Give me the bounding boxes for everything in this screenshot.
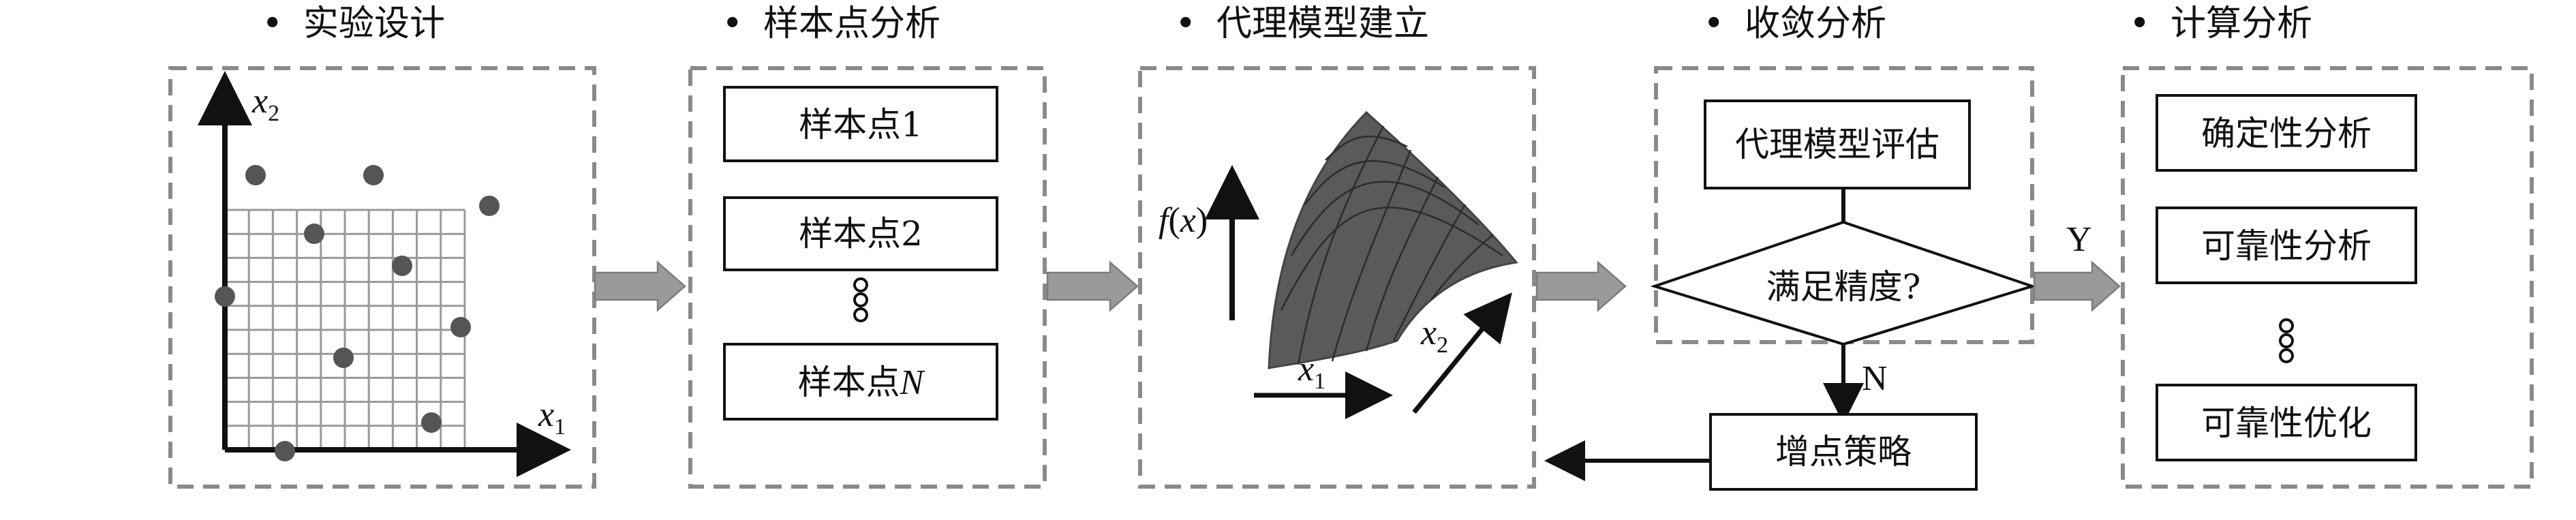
stage-title-5: • 计算分析 bbox=[2129, 3, 2312, 44]
doe-panel: x2 x1 bbox=[198, 71, 571, 477]
x2-axis-label: x2 bbox=[1420, 313, 1448, 358]
vertical-ellipsis-icon bbox=[2279, 318, 2294, 363]
vertical-ellipsis-icon bbox=[853, 277, 868, 322]
analysis-label-3: 可靠性优化 bbox=[2201, 403, 2372, 443]
doe-sample-point bbox=[421, 412, 442, 433]
infill-box bbox=[1709, 413, 1978, 491]
analysis-box-1 bbox=[2156, 94, 2417, 172]
flow-arrow-2 bbox=[1046, 260, 1139, 312]
sample-box-n bbox=[723, 343, 998, 420]
x2-axis-arrow bbox=[1412, 292, 1512, 414]
analysis-box-2 bbox=[2156, 207, 2417, 284]
analysis-label-1: 确定性分析 bbox=[2201, 114, 2372, 153]
title-bullet-5: • bbox=[2129, 3, 2150, 44]
doe-sample-point bbox=[450, 317, 471, 337]
doe-y-axis-label: x2 bbox=[251, 82, 279, 126]
doe-sample-point bbox=[245, 165, 266, 185]
evaluate-box bbox=[1704, 100, 1971, 189]
flow-arrow-1 bbox=[594, 260, 686, 312]
stage-border-surrogate bbox=[1138, 66, 1536, 489]
doe-sample-point bbox=[215, 286, 235, 307]
doe-sample-point bbox=[333, 348, 354, 368]
title-bullet-4: • bbox=[1703, 3, 1724, 44]
stage-title-4: • 收敛分析 bbox=[1703, 3, 1886, 44]
sample-label-n: 样本点N bbox=[798, 363, 926, 402]
yes-label: Y bbox=[2066, 220, 2092, 259]
stage-title-text-4: 收敛分析 bbox=[1745, 3, 1886, 44]
sample-label-1: 样本点1 bbox=[799, 105, 923, 144]
title-bullet-1: • bbox=[262, 3, 283, 44]
analysis-box-3 bbox=[2156, 384, 2417, 461]
doe-sample-point bbox=[363, 165, 384, 185]
doe-sample-point bbox=[392, 256, 412, 276]
infill-label: 增点策略 bbox=[1775, 432, 1912, 472]
doe-grid bbox=[225, 209, 466, 450]
sample-box-1 bbox=[723, 86, 998, 162]
flow-arrow-4 bbox=[2033, 260, 2121, 312]
analysis-label-2: 可靠性分析 bbox=[2201, 226, 2372, 266]
stage-title-text-1: 实验设计 bbox=[303, 3, 445, 44]
flow-arrow-3 bbox=[1535, 260, 1627, 312]
no-label: N bbox=[1862, 359, 1888, 398]
analysis-panel: 确定性分析 可靠性分析 可靠性优化 bbox=[2156, 94, 2417, 461]
stage-title-2: • 样本点分析 bbox=[722, 3, 940, 44]
stage-title-1: • 实验设计 bbox=[262, 3, 445, 44]
response-surface bbox=[1268, 110, 1518, 369]
x1-axis-label: x1 bbox=[1298, 350, 1325, 394]
stage-title-3: • 代理模型建立 bbox=[1175, 3, 1429, 44]
f-axis-label: f(x) bbox=[1159, 201, 1208, 240]
title-bullet-3: • bbox=[1175, 3, 1196, 44]
title-bullet-2: • bbox=[722, 3, 743, 44]
surrogate-panel: f(x) x1 x2 bbox=[1159, 110, 1518, 419]
stage-title-text-5: 计算分析 bbox=[2171, 3, 2312, 44]
doe-sample-point bbox=[479, 196, 500, 216]
stage-title-text-3: 代理模型建立 bbox=[1216, 3, 1429, 44]
decision-label: 满足精度? bbox=[1766, 267, 1921, 307]
doe-sample-point bbox=[275, 441, 295, 461]
stage-border-samples bbox=[688, 66, 1047, 489]
doe-sample-point bbox=[304, 224, 324, 244]
convergence-panel: 代理模型评估 满足精度? N 增点策略 Y bbox=[1544, 100, 2092, 491]
doe-x-axis-label: x1 bbox=[538, 395, 566, 440]
doe-sample-points bbox=[215, 165, 500, 461]
evaluate-label: 代理模型评估 bbox=[1735, 125, 1939, 164]
samples-panel: 样本点1 样本点2 样本点N bbox=[723, 86, 998, 420]
sample-box-2 bbox=[723, 196, 998, 271]
stage-border-doe bbox=[168, 66, 596, 489]
stage-title-text-2: 样本点分析 bbox=[763, 3, 940, 44]
sample-label-2: 样本点2 bbox=[799, 214, 923, 254]
